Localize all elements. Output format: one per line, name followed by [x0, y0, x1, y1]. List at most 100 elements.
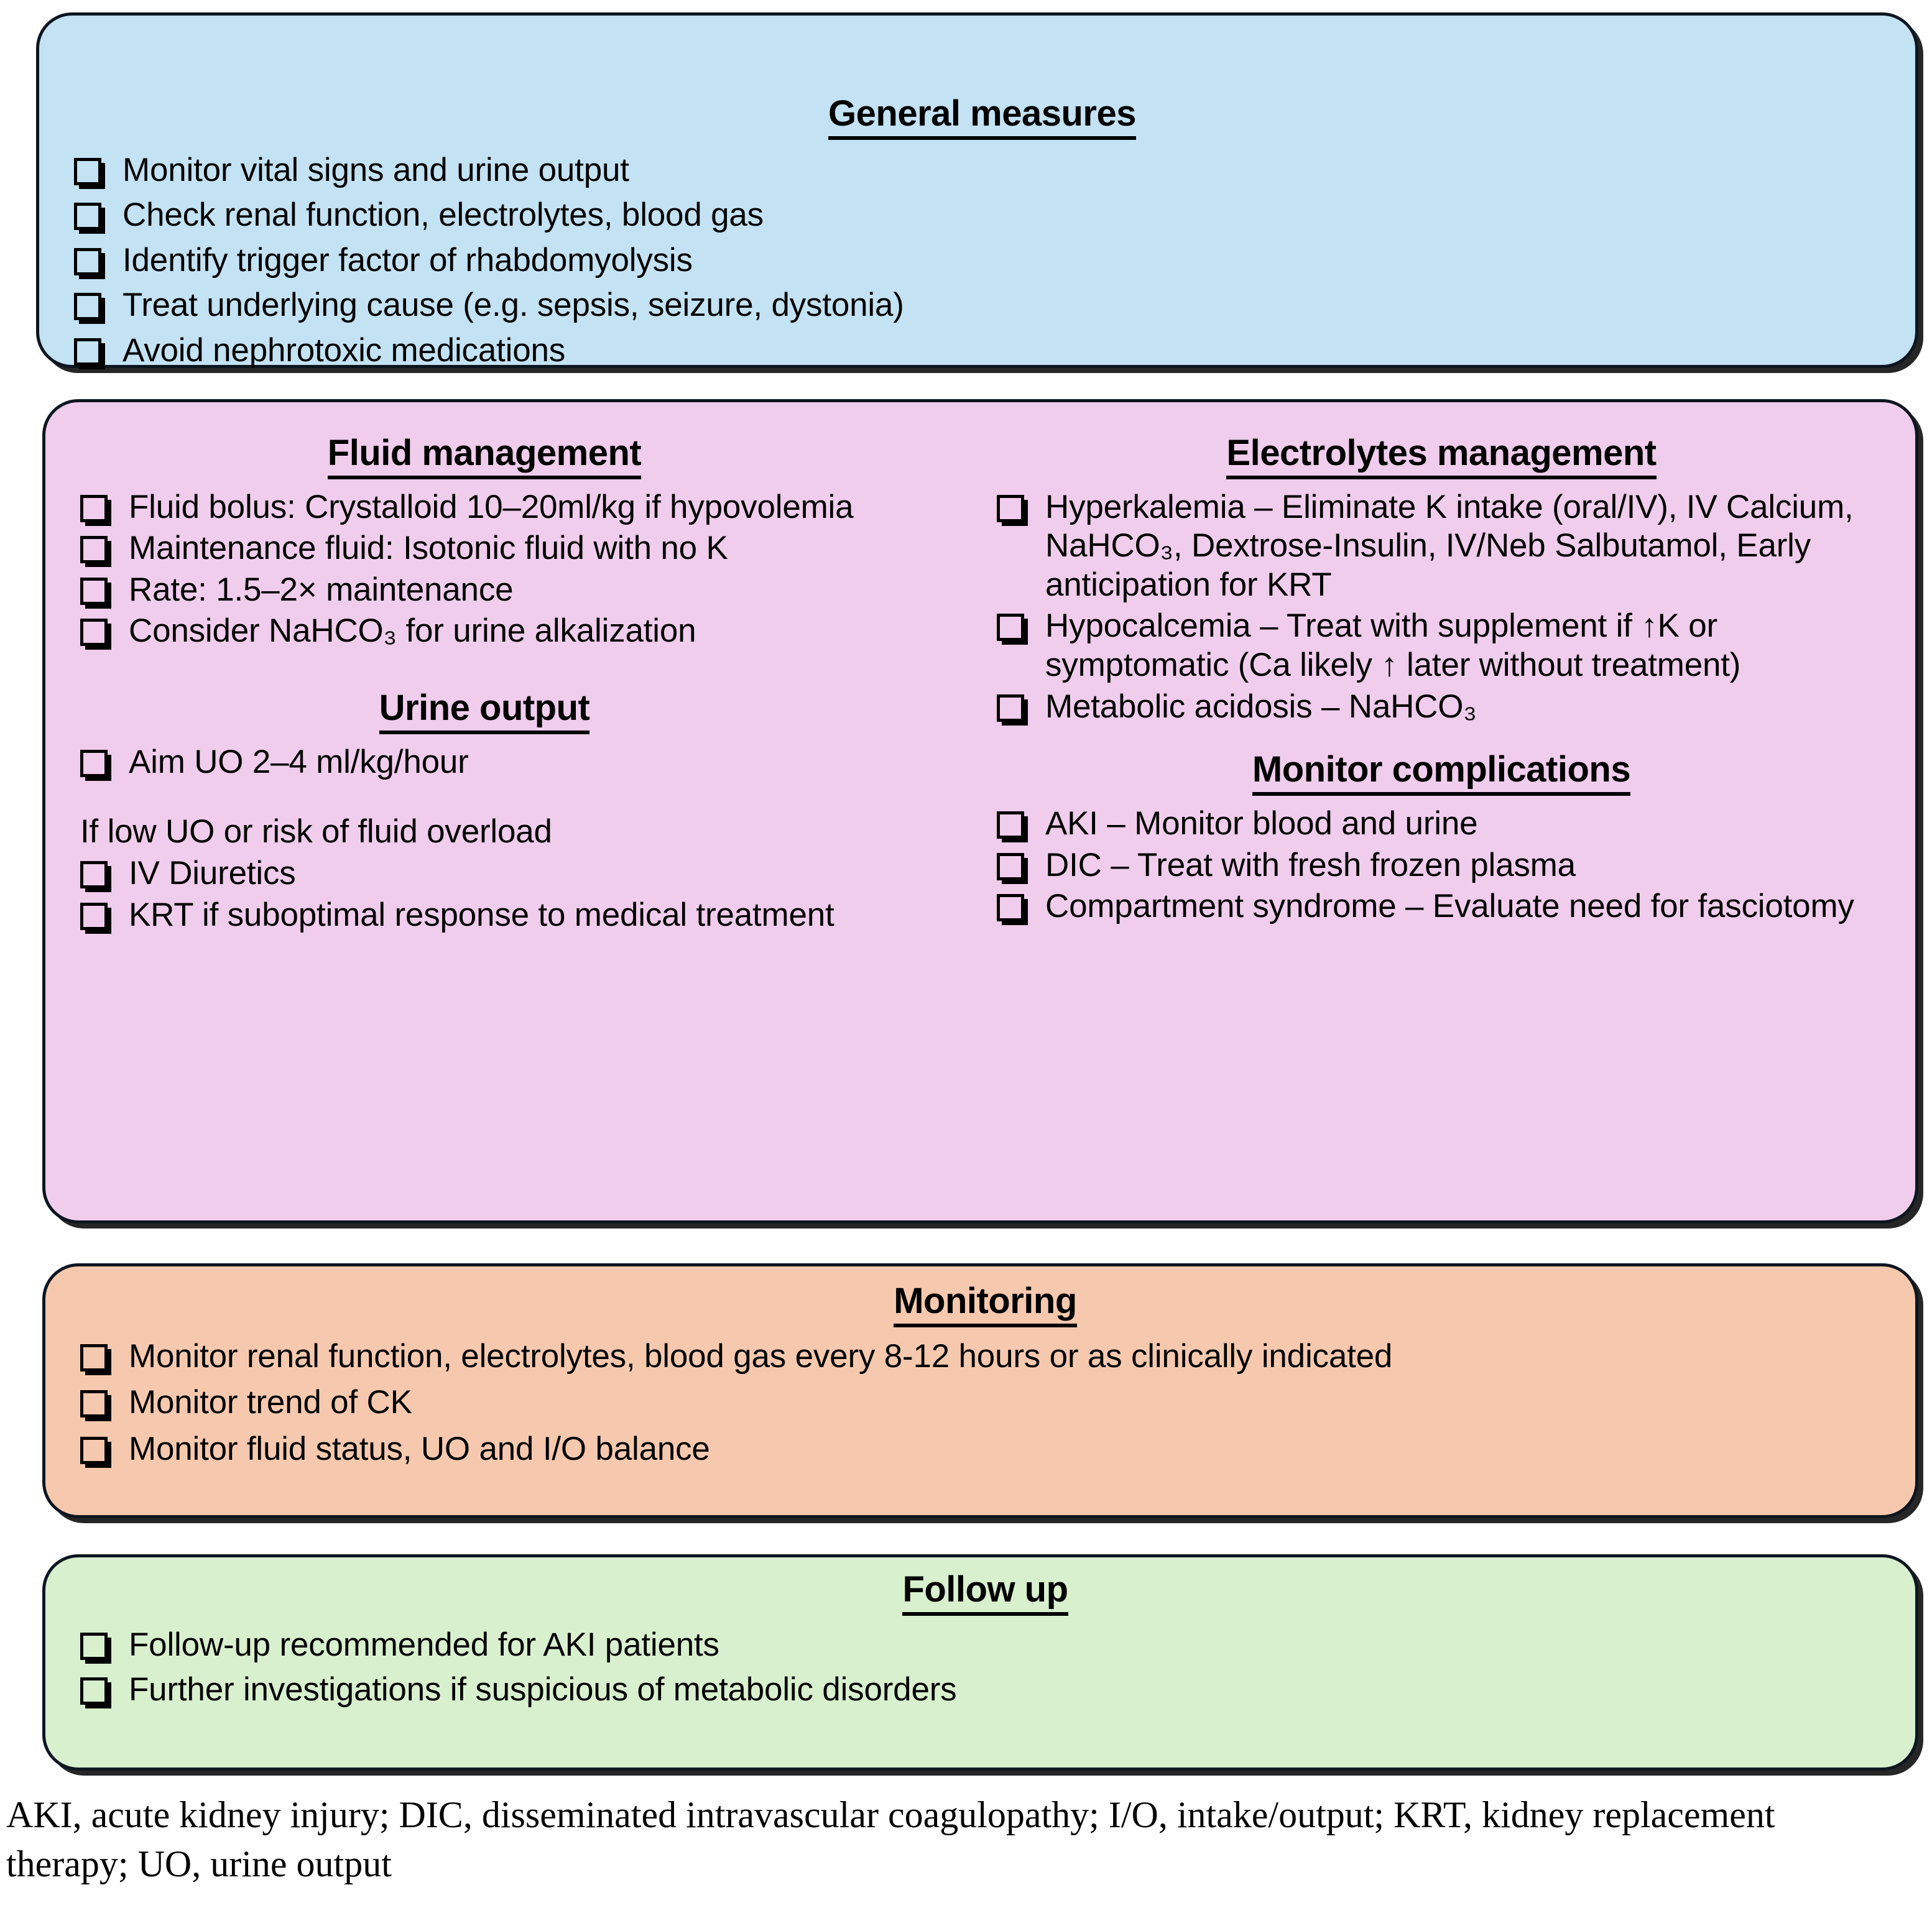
checkbox-icon: [80, 494, 108, 522]
checkbox-icon: [80, 902, 108, 930]
checkbox-icon: [997, 494, 1024, 522]
checklist-item-label: AKI – Monitor blood and urine: [1045, 804, 1478, 842]
checklist-item: Further investigations if suspicious of …: [80, 1671, 1890, 1710]
checklist-item: KRT if suboptimal response to medical tr…: [80, 896, 889, 935]
checklist-item: Hypocalcemia – Treat with supplement if …: [997, 607, 1886, 685]
panel-general-measures: General measures Monitor vital signs and…: [36, 12, 1918, 369]
checklist-item: DIC – Treat with fresh frozen plasma: [997, 846, 1886, 885]
urine-output-condition-list: IV Diuretics KRT if suboptimal response …: [80, 854, 889, 934]
treatment-left-column: Fluid management Fluid bolus: Crystalloi…: [80, 434, 889, 937]
checklist-item-label: Hypocalcemia – Treat with supplement if …: [1045, 607, 1741, 684]
checkbox-icon: [80, 1677, 108, 1705]
general-measures-body: General measures Monitor vital signs and…: [74, 94, 1890, 377]
checkbox-icon: [80, 1344, 108, 1371]
follow-up-title: Follow up: [902, 1570, 1068, 1616]
checklist-item: Treat underlying cause (e.g. sepsis, sei…: [74, 286, 1890, 325]
checklist-item-label: Metabolic acidosis – NaHCO₃: [1045, 688, 1477, 725]
treatment-columns: Fluid management Fluid bolus: Crystalloi…: [45, 402, 1915, 1220]
checklist-item: Monitor renal function, electrolytes, bl…: [80, 1337, 1890, 1376]
checklist-item: Follow-up recommended for AKI patients: [80, 1626, 1890, 1665]
checklist-item-label: KRT if suboptimal response to medical tr…: [129, 896, 834, 933]
checklist-item-label: Check renal function, electrolytes, bloo…: [122, 196, 764, 234]
monitoring-list: Monitor renal function, electrolytes, bl…: [80, 1337, 1890, 1469]
checklist-item-label: Follow-up recommended for AKI patients: [129, 1626, 719, 1663]
checkbox-icon: [74, 203, 101, 231]
urine-output-title: Urine output: [379, 689, 590, 734]
checklist-item: Check renal function, electrolytes, bloo…: [74, 196, 1890, 235]
fluid-management-list: Fluid bolus: Crystalloid 10–20ml/kg if h…: [80, 488, 889, 651]
checklist-item-label: Monitor trend of CK: [129, 1384, 412, 1421]
checklist-item: Monitor fluid status, UO and I/O balance: [80, 1430, 1890, 1469]
abbreviations-footnote: AKI, acute kidney injury; DIC, dissemina…: [6, 1794, 1775, 1885]
electrolytes-management-heading: Electrolytes management: [997, 434, 1886, 479]
panel-treatment: Fluid management Fluid bolus: Crystalloi…: [42, 399, 1918, 1224]
checklist-item: Metabolic acidosis – NaHCO₃: [997, 688, 1886, 727]
urine-output-heading: Urine output: [80, 689, 889, 734]
checklist-item-label: Fluid bolus: Crystalloid 10–20ml/kg if h…: [129, 488, 854, 525]
electrolytes-management-list: Hyperkalemia – Eliminate K intake (oral/…: [997, 488, 1886, 726]
fluid-management-title: Fluid management: [327, 434, 642, 479]
checklist-item-label: Avoid nephrotoxic medications: [122, 332, 566, 369]
checkbox-icon: [80, 1390, 108, 1418]
checklist-item: IV Diuretics: [80, 854, 889, 893]
checklist-item-label: Compartment syndrome – Evaluate need for…: [1045, 888, 1854, 925]
checklist-item: Consider NaHCO₃ for urine alkalization: [80, 612, 889, 651]
electrolytes-management-block: Electrolytes management Hyperkalemia – E…: [997, 434, 1886, 726]
follow-up-list: Follow-up recommended for AKI patients F…: [80, 1626, 1890, 1710]
checklist-item: Identify trigger factor of rhabdomyolysi…: [74, 241, 1890, 280]
checkbox-icon: [80, 749, 108, 777]
checkbox-icon: [997, 614, 1024, 642]
urine-output-block: Urine output Aim UO 2–4 ml/kg/hour If lo…: [80, 689, 889, 934]
checkbox-icon: [80, 1632, 108, 1660]
checkbox-icon: [997, 694, 1024, 722]
checklist-item-label: Rate: 1.5–2× maintenance: [129, 571, 514, 608]
checklist-item-label: Monitor vital signs and urine output: [122, 151, 629, 188]
checkbox-icon: [997, 894, 1024, 922]
checkbox-icon: [80, 577, 108, 605]
checklist-item: Compartment syndrome – Evaluate need for…: [997, 887, 1886, 926]
electrolytes-management-title: Electrolytes management: [1226, 434, 1657, 479]
checklist-item-label: Monitor fluid status, UO and I/O balance: [129, 1430, 710, 1467]
panel-follow-up: Follow up Follow-up recommended for AKI …: [42, 1554, 1918, 1771]
checklist-item-label: Maintenance fluid: Isotonic fluid with n…: [129, 530, 728, 567]
checkbox-icon: [74, 338, 101, 366]
monitor-complications-list: AKI – Monitor blood and urine DIC – Trea…: [997, 804, 1886, 926]
checkbox-icon: [80, 619, 108, 647]
checklist-item-label: Consider NaHCO₃ for urine alkalization: [129, 612, 696, 650]
urine-output-list: Aim UO 2–4 ml/kg/hour: [80, 743, 889, 782]
treatment-right-column: Electrolytes management Hyperkalemia – E…: [997, 434, 1886, 929]
general-measures-list: Monitor vital signs and urine output Che…: [74, 151, 1890, 371]
checklist-item: Rate: 1.5–2× maintenance: [80, 571, 889, 610]
checklist-item: Maintenance fluid: Isotonic fluid with n…: [80, 529, 889, 568]
checklist-item: Avoid nephrotoxic medications: [74, 331, 1890, 371]
fluid-management-heading: Fluid management: [80, 434, 889, 479]
monitor-complications-block: Monitor complications AKI – Monitor bloo…: [997, 750, 1886, 926]
checklist-item: Monitor vital signs and urine output: [74, 151, 1890, 190]
general-measures-title: General measures: [828, 94, 1136, 140]
panel-monitoring: Monitoring Monitor renal function, elect…: [42, 1263, 1918, 1518]
checkbox-icon: [997, 852, 1024, 880]
checklist-item: Aim UO 2–4 ml/kg/hour: [80, 743, 889, 782]
spacer: [997, 729, 1886, 751]
checklist-item-label: Further investigations if suspicious of …: [129, 1671, 957, 1708]
fluid-management-block: Fluid management Fluid bolus: Crystalloi…: [80, 434, 889, 651]
checklist-item: AKI – Monitor blood and urine: [997, 804, 1886, 844]
follow-up-body: Follow up Follow-up recommended for AKI …: [80, 1570, 1890, 1716]
checkbox-icon: [74, 247, 101, 275]
spacer: [80, 653, 889, 689]
checklist-item: Monitor trend of CK: [80, 1383, 1890, 1422]
monitoring-heading: Monitoring: [80, 1282, 1890, 1327]
checkbox-icon: [80, 536, 108, 564]
monitor-complications-heading: Monitor complications: [997, 750, 1886, 796]
general-measures-heading: General measures: [74, 94, 1890, 140]
checklist-item-label: Hyperkalemia – Eliminate K intake (oral/…: [1045, 488, 1854, 603]
checklist-item-label: DIC – Treat with fresh frozen plasma: [1045, 846, 1576, 883]
checkbox-icon: [997, 811, 1024, 839]
spacer: [80, 784, 889, 813]
monitor-complications-title: Monitor complications: [1252, 750, 1631, 796]
checklist-item-label: Identify trigger factor of rhabdomyolysi…: [122, 241, 693, 279]
checklist-item: Fluid bolus: Crystalloid 10–20ml/kg if h…: [80, 488, 889, 527]
monitoring-body: Monitoring Monitor renal function, elect…: [80, 1282, 1890, 1476]
monitoring-title: Monitoring: [894, 1282, 1077, 1327]
